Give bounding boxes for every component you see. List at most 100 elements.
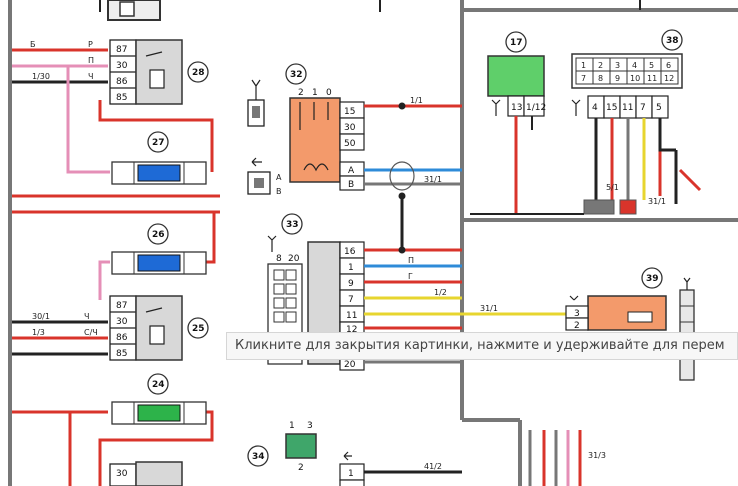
- plug-32-label-b: B: [276, 187, 282, 196]
- c38-wire-label-2: 31/1: [648, 197, 666, 206]
- c32-top-pin-1: 2: [298, 88, 304, 98]
- c38-pin-7: 7: [640, 103, 646, 113]
- relay-bottom-pin: 30: [116, 469, 128, 479]
- badge-32-label: 32: [290, 70, 303, 80]
- wire-label-7: 1/3: [32, 328, 45, 337]
- c33-pin-9: 9: [348, 279, 354, 289]
- c33-pin-12: 12: [346, 325, 357, 335]
- relay25-pin-3: 86: [116, 333, 128, 343]
- c32-pin-50: 50: [344, 139, 356, 149]
- c33-pin-1: 1: [348, 263, 354, 273]
- c32-wire-label-1: 1/1: [410, 96, 423, 105]
- fuse-24: [111, 401, 207, 425]
- c38-cell-6: 6: [666, 61, 671, 70]
- close-hint-tooltip: Кликните для закрытия картинки, нажмите …: [226, 332, 738, 360]
- c38-wire-label-1: 5/1: [606, 183, 619, 192]
- c38-cell-5: 5: [649, 61, 654, 70]
- badge-33-label: 33: [286, 220, 299, 230]
- badge-26: [147, 223, 169, 245]
- relay-bottom: 30: [109, 461, 183, 486]
- c38-cell-10: 10: [630, 74, 640, 83]
- relay25-pin-4: 85: [116, 349, 127, 359]
- c33-pin-20: 20: [344, 360, 356, 370]
- c38-pin-15: 15: [606, 103, 617, 113]
- badge-26-label: 26: [152, 230, 165, 240]
- relay28-pin-2: 30: [116, 61, 128, 71]
- c33-wire-label-2: Г: [408, 272, 413, 281]
- c17-pin-1: 13: [511, 103, 522, 113]
- wire-label-9: Ч: [84, 312, 89, 321]
- badge-38: [661, 29, 683, 51]
- c32-top-pin-2: 1: [312, 88, 318, 98]
- plug-32-bottom: A B: [247, 157, 282, 196]
- badge-34: [247, 445, 269, 467]
- badge-17-label: 17: [510, 38, 523, 48]
- left-wires: [12, 48, 220, 414]
- c38-cell-4: 4: [632, 61, 637, 70]
- badge-24: [147, 373, 169, 395]
- c39-pin-3: 3: [574, 309, 580, 319]
- plug-32-label-a: A: [276, 173, 282, 182]
- badge-27-label: 27: [152, 138, 165, 148]
- badge-25: [187, 317, 209, 339]
- wire-label-1: Б: [30, 40, 36, 49]
- component-34: 1 3 2 1: [285, 421, 462, 486]
- c33-pin-16: 16: [344, 247, 356, 257]
- c34-pin-1: 1: [348, 469, 354, 479]
- badge-28: [187, 61, 209, 83]
- badge-38-label: 38: [666, 36, 679, 46]
- c33-top-pin-1: 8: [276, 254, 282, 264]
- bottom-wire-label: 31/3: [588, 451, 606, 460]
- bottom-right-bundle: [528, 430, 582, 486]
- badge-39: [641, 267, 663, 289]
- c39-wire-label: 31/1: [480, 304, 498, 313]
- c38-pin-4: 4: [592, 103, 598, 113]
- spark-plug: [679, 277, 695, 381]
- c38-cell-1: 1: [581, 61, 586, 70]
- c38-cell-3: 3: [615, 61, 620, 70]
- wires-32: [364, 104, 462, 248]
- c33-pin-11: 11: [346, 311, 357, 321]
- c39-pin-2: 2: [574, 321, 580, 331]
- wire-label-3: Р: [88, 40, 93, 49]
- c38-cell-12: 12: [664, 74, 674, 83]
- c38-cell-11: 11: [647, 74, 657, 83]
- component-39: 3 2: [565, 295, 667, 331]
- badge-28-label: 28: [192, 68, 205, 78]
- wire-label-8: С/Ч: [84, 328, 98, 337]
- c38-cell-2: 2: [598, 61, 603, 70]
- c38-pin-11: 11: [622, 103, 633, 113]
- fuse-27: [111, 161, 207, 185]
- relay28-pin-3: 86: [116, 77, 128, 87]
- badge-39-label: 39: [646, 274, 659, 284]
- c38-cell-8: 8: [598, 74, 603, 83]
- wire-label-4: 1/30: [32, 72, 50, 81]
- c33-top-pin-2: 20: [288, 254, 300, 264]
- plug-32-top: [247, 79, 265, 127]
- left-wire-labels: Б П Р 1/30 Ч 30/1 1/3 С/Ч Ч: [30, 40, 98, 337]
- c32-pin-a: A: [348, 166, 355, 176]
- relay25-body: [135, 295, 183, 361]
- badge-27: [147, 131, 169, 153]
- c38-cell-7: 7: [581, 74, 586, 83]
- c38-cell-9: 9: [615, 74, 620, 83]
- c38-pin-5: 5: [656, 103, 662, 113]
- c32-top-pin-3: 0: [326, 88, 332, 98]
- c32-pin-15: 15: [344, 107, 355, 117]
- wires-33: [364, 248, 580, 364]
- badge-33: [281, 213, 303, 235]
- relay25-pin-2: 30: [116, 317, 128, 327]
- top-partial-inner: [119, 1, 135, 17]
- c33-wire-label-3: 1/2: [434, 288, 447, 297]
- relay28-pin-1: 87: [116, 45, 127, 55]
- component-17: 13 1/12: [487, 55, 546, 214]
- c34-bottom-pin: 2: [298, 463, 304, 473]
- wire-label-6: 30/1: [32, 312, 50, 321]
- c17-pin-2: 1/12: [526, 103, 546, 113]
- c34-top-pin-1: 1: [289, 421, 295, 431]
- c33-wire-label-1: П: [408, 256, 414, 265]
- fuse-26: [111, 251, 207, 275]
- wires-38: [594, 118, 702, 204]
